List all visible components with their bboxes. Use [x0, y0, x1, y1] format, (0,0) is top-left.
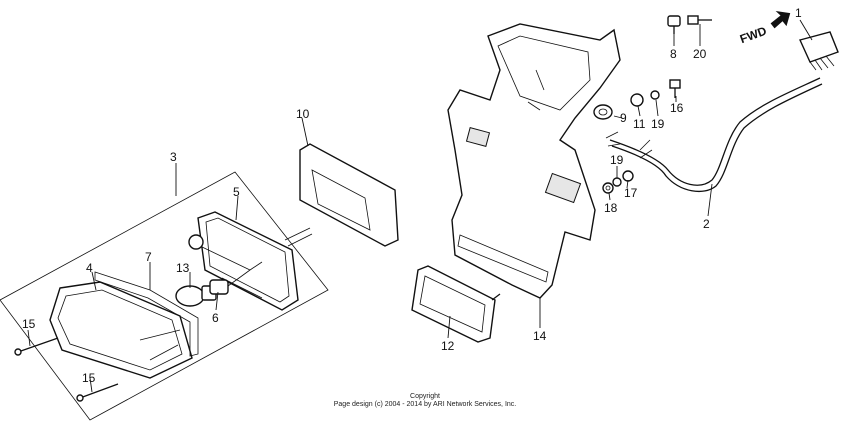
wire-harness — [605, 77, 823, 193]
callout-labels: 1 2 3 4 5 6 7 8 9 10 11 12 13 14 15 15 1… — [22, 6, 802, 385]
screw-lower — [76, 383, 119, 402]
callout-15-upper: 15 — [22, 317, 36, 331]
callout-16: 16 — [670, 101, 684, 115]
taillight-lens — [49, 281, 193, 379]
wire-connector — [799, 31, 839, 71]
callout-13: 13 — [176, 261, 190, 275]
washer-19-lower — [612, 177, 622, 187]
callout-20: 20 — [693, 47, 707, 61]
taillight-housing — [197, 211, 313, 311]
copyright-notice: Copyright Page design (c) 2004 - 2014 by… — [0, 393, 850, 409]
lens-gasket — [94, 271, 199, 357]
callout-18: 18 — [604, 201, 618, 215]
callout-3: 3 — [170, 150, 177, 164]
callout-1: 1 — [795, 6, 802, 20]
callout-2: 2 — [703, 217, 710, 231]
callout-8: 8 — [670, 47, 677, 61]
copyright-text: Page design (c) 2004 - 2014 by ARI Netwo… — [333, 401, 517, 408]
callout-12: 12 — [441, 339, 455, 353]
bolt-8 — [667, 15, 681, 34]
nut-17 — [622, 170, 634, 182]
callout-10: 10 — [296, 107, 310, 121]
callout-6: 6 — [212, 311, 219, 325]
washer-19-upper — [650, 90, 660, 100]
forward-direction-arrow: FWD — [738, 10, 791, 47]
plate-lamp-lens — [299, 143, 399, 247]
rear-fender-bracket — [447, 23, 621, 299]
bulb-socket — [188, 234, 263, 295]
callout-5: 5 — [233, 185, 240, 199]
callout-9: 9 — [620, 111, 627, 125]
callout-19-upper: 19 — [651, 117, 665, 131]
callout-4: 4 — [86, 261, 93, 275]
callout-11: 11 — [633, 117, 646, 131]
copyright-title: Copyright — [410, 393, 440, 400]
callout-17: 17 — [624, 186, 638, 200]
bolt-16 — [669, 79, 681, 98]
callout-19-lower: 19 — [610, 153, 624, 167]
collar-11 — [630, 93, 644, 107]
leader-lines — [27, 19, 813, 393]
bolt-20 — [687, 15, 712, 25]
screw-upper — [14, 337, 59, 356]
taillight-group-outline — [0, 171, 329, 421]
fwd-label: FWD — [738, 24, 769, 47]
washer-18 — [602, 182, 614, 194]
rear-reflector — [411, 265, 501, 343]
callout-7: 7 — [145, 250, 152, 264]
grommet-9 — [593, 104, 613, 120]
callout-15-lower: 15 — [82, 371, 96, 385]
callout-14: 14 — [533, 329, 547, 343]
